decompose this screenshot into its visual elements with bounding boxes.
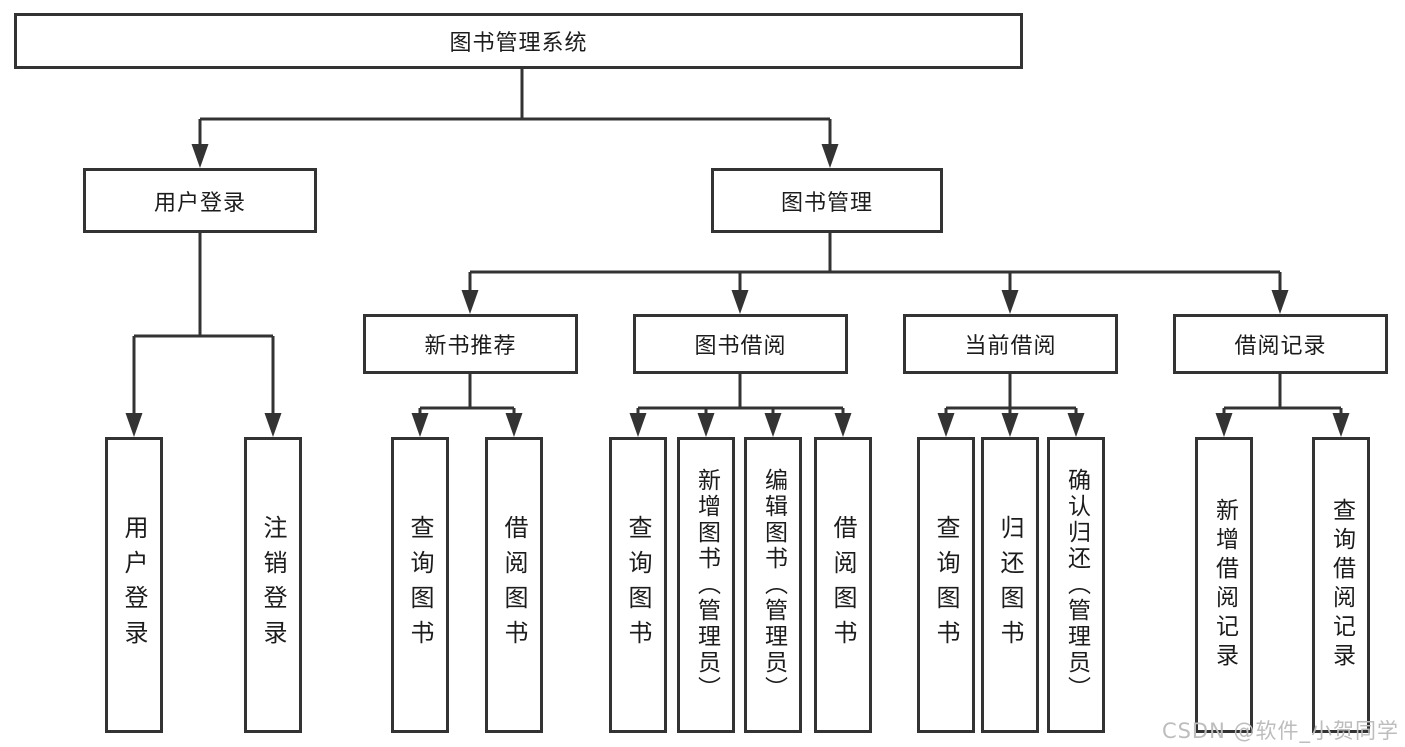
- leaf-borrow-borrow-books-label: 借阅图书: [829, 515, 857, 655]
- node-borrow-record-label: 借阅记录: [1234, 334, 1327, 359]
- leaf-current-return-books: 归还图书: [981, 437, 1039, 733]
- leaf-logout-label: 注销登录: [259, 515, 287, 655]
- arrowheads: [125, 144, 1350, 437]
- node-user-login: 用户登录: [83, 168, 317, 233]
- node-current-borrow: 当前借阅: [903, 314, 1118, 374]
- node-borrow-record: 借阅记录: [1173, 314, 1388, 374]
- leaf-borrow-add-books-admin-label: 新增图书（管理员）: [693, 468, 720, 702]
- leaf-record-add-record: 新增借阅记录: [1195, 437, 1253, 733]
- node-new-book-recommend-label: 新书推荐: [424, 334, 517, 359]
- node-current-borrow-label: 当前借阅: [964, 334, 1057, 359]
- node-user-login-label: 用户登录: [153, 190, 246, 216]
- leaf-newbook-query-books: 查询图书: [391, 437, 449, 733]
- leaf-borrow-edit-books-admin: 编辑图书（管理员）: [744, 437, 802, 733]
- node-book-management-label: 图书管理: [780, 190, 873, 216]
- leaf-logout: 注销登录: [244, 437, 302, 733]
- leaf-record-query-record: 查询借阅记录: [1312, 437, 1370, 733]
- leaf-newbook-borrow-books-label: 借阅图书: [500, 515, 528, 655]
- node-library-system-label: 图书管理系统: [449, 31, 588, 56]
- leaf-current-confirm-return-admin-label: 确认归还（管理员）: [1063, 468, 1090, 702]
- leaf-borrow-borrow-books: 借阅图书: [814, 437, 872, 733]
- node-new-book-recommend: 新书推荐: [363, 314, 578, 374]
- leaf-record-query-record-label: 查询借阅记录: [1328, 498, 1355, 672]
- leaf-current-confirm-return-admin: 确认归还（管理员）: [1047, 437, 1105, 733]
- node-book-borrow: 图书借阅: [633, 314, 848, 374]
- node-book-management: 图书管理: [711, 168, 943, 233]
- csdn-watermark: CSDN @软件_小贺同学: [1161, 719, 1399, 743]
- leaf-borrow-query-books: 查询图书: [609, 437, 667, 733]
- leaf-user-login-label: 用户登录: [120, 515, 148, 655]
- leaf-newbook-query-books-label: 查询图书: [406, 515, 434, 655]
- leaf-record-add-record-label: 新增借阅记录: [1211, 498, 1238, 672]
- leaf-current-return-books-label: 归还图书: [996, 515, 1024, 655]
- leaf-borrow-add-books-admin: 新增图书（管理员）: [677, 437, 735, 733]
- node-book-borrow-label: 图书借阅: [694, 334, 787, 359]
- leaf-current-query-books-label: 查询图书: [932, 515, 960, 655]
- leaf-newbook-borrow-books: 借阅图书: [485, 437, 543, 733]
- leaf-current-query-books: 查询图书: [917, 437, 975, 733]
- leaf-borrow-edit-books-admin-label: 编辑图书（管理员）: [760, 468, 787, 702]
- node-library-system: 图书管理系统: [14, 13, 1023, 69]
- leaf-borrow-query-books-label: 查询图书: [624, 515, 652, 655]
- leaf-user-login: 用户登录: [105, 437, 163, 733]
